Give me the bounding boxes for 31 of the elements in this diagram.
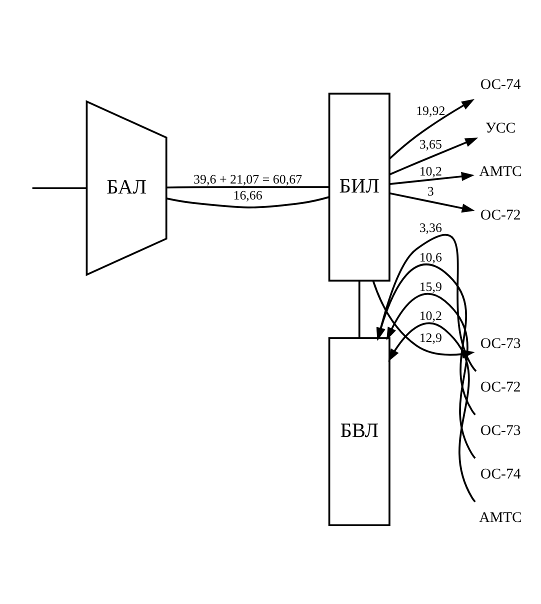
arrow [389,99,475,160]
node-text: ОС-74 [480,466,521,483]
edge-label: 10,2 [419,163,442,178]
connector [166,186,330,188]
edge-label: 10,2 [419,308,442,323]
node-box: БВЛ [328,337,390,526]
arrow [389,138,478,176]
edge-label: 19,92 [416,103,446,118]
edge-label: 3,36 [419,220,442,235]
node-text: УСС [485,120,516,136]
node-text: ОС-72 [480,207,521,224]
arrow [389,172,474,186]
edge-label: 10,6 [419,249,442,264]
connector [358,280,360,338]
node-box: БИЛ [328,92,390,282]
edge-label: 3,65 [419,136,442,152]
connector [166,196,330,208]
node-text: АМТС [479,164,522,180]
edge-label: 16,66 [233,187,262,202]
connector [32,187,87,190]
node-box: БАЛ [86,100,168,276]
edge-label: 39,6 + 21,07 = 60,67 [194,172,302,187]
node-text: ОС-73 [480,423,521,440]
arrow [389,192,475,213]
node-text: ОС-74 [480,76,521,93]
edge-label: 15,9 [419,279,442,294]
node-text: ОС-72 [480,380,521,396]
edge-label: 12,9 [419,330,442,345]
node-text: АМТС [479,510,522,526]
edge-label: 3 [427,184,434,199]
node-text: ОС-73 [480,336,521,352]
